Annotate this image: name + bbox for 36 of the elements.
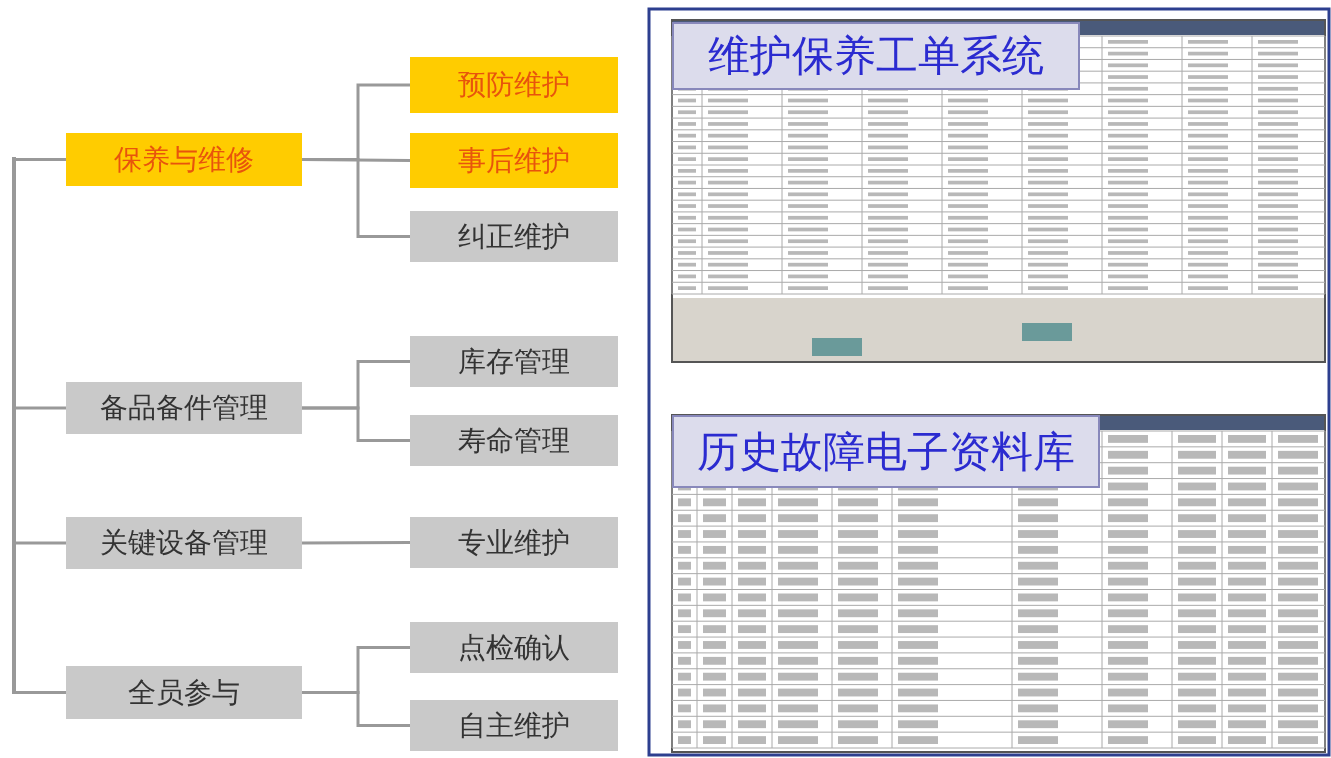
connector-line — [302, 406, 410, 442]
category-box — [66, 666, 302, 719]
node-label: 预防维护 — [458, 67, 570, 103]
node-label: 事后维护 — [458, 142, 570, 179]
bus-bar — [12, 157, 16, 694]
node-label: 保养与维修 — [114, 141, 254, 178]
category-box — [410, 336, 618, 387]
node-label: 历史故障电子资料库 — [697, 425, 1075, 478]
highlighted-box — [410, 57, 618, 113]
connector-line — [16, 158, 66, 161]
category-box — [410, 517, 618, 568]
category-box — [410, 415, 618, 466]
node-label: 全员参与 — [128, 674, 240, 711]
category-box — [410, 622, 618, 673]
highlighted-box — [66, 133, 302, 186]
node-label: 点检确认 — [458, 629, 570, 666]
connector-line — [16, 406, 66, 410]
node-label: 维护保养工单系统 — [708, 30, 1044, 82]
connector-line — [302, 691, 410, 727]
connector-line — [302, 541, 410, 545]
node-label: 专业维护 — [458, 524, 570, 561]
node-label: 关键设备管理 — [100, 525, 268, 561]
title-box — [672, 415, 1100, 488]
node-label: 寿命管理 — [458, 422, 570, 459]
node-label: 库存管理 — [458, 343, 570, 380]
connector-line — [16, 691, 66, 694]
node-label: 自主维护 — [458, 707, 570, 744]
title-box — [672, 22, 1080, 90]
node-label: 备品备件管理 — [100, 390, 268, 426]
category-box — [410, 211, 618, 262]
node-label: 纠正维护 — [458, 218, 570, 255]
category-box — [66, 517, 302, 569]
connector-line — [16, 541, 66, 545]
highlighted-box — [410, 133, 618, 188]
category-box — [66, 382, 302, 434]
category-box — [410, 700, 618, 751]
